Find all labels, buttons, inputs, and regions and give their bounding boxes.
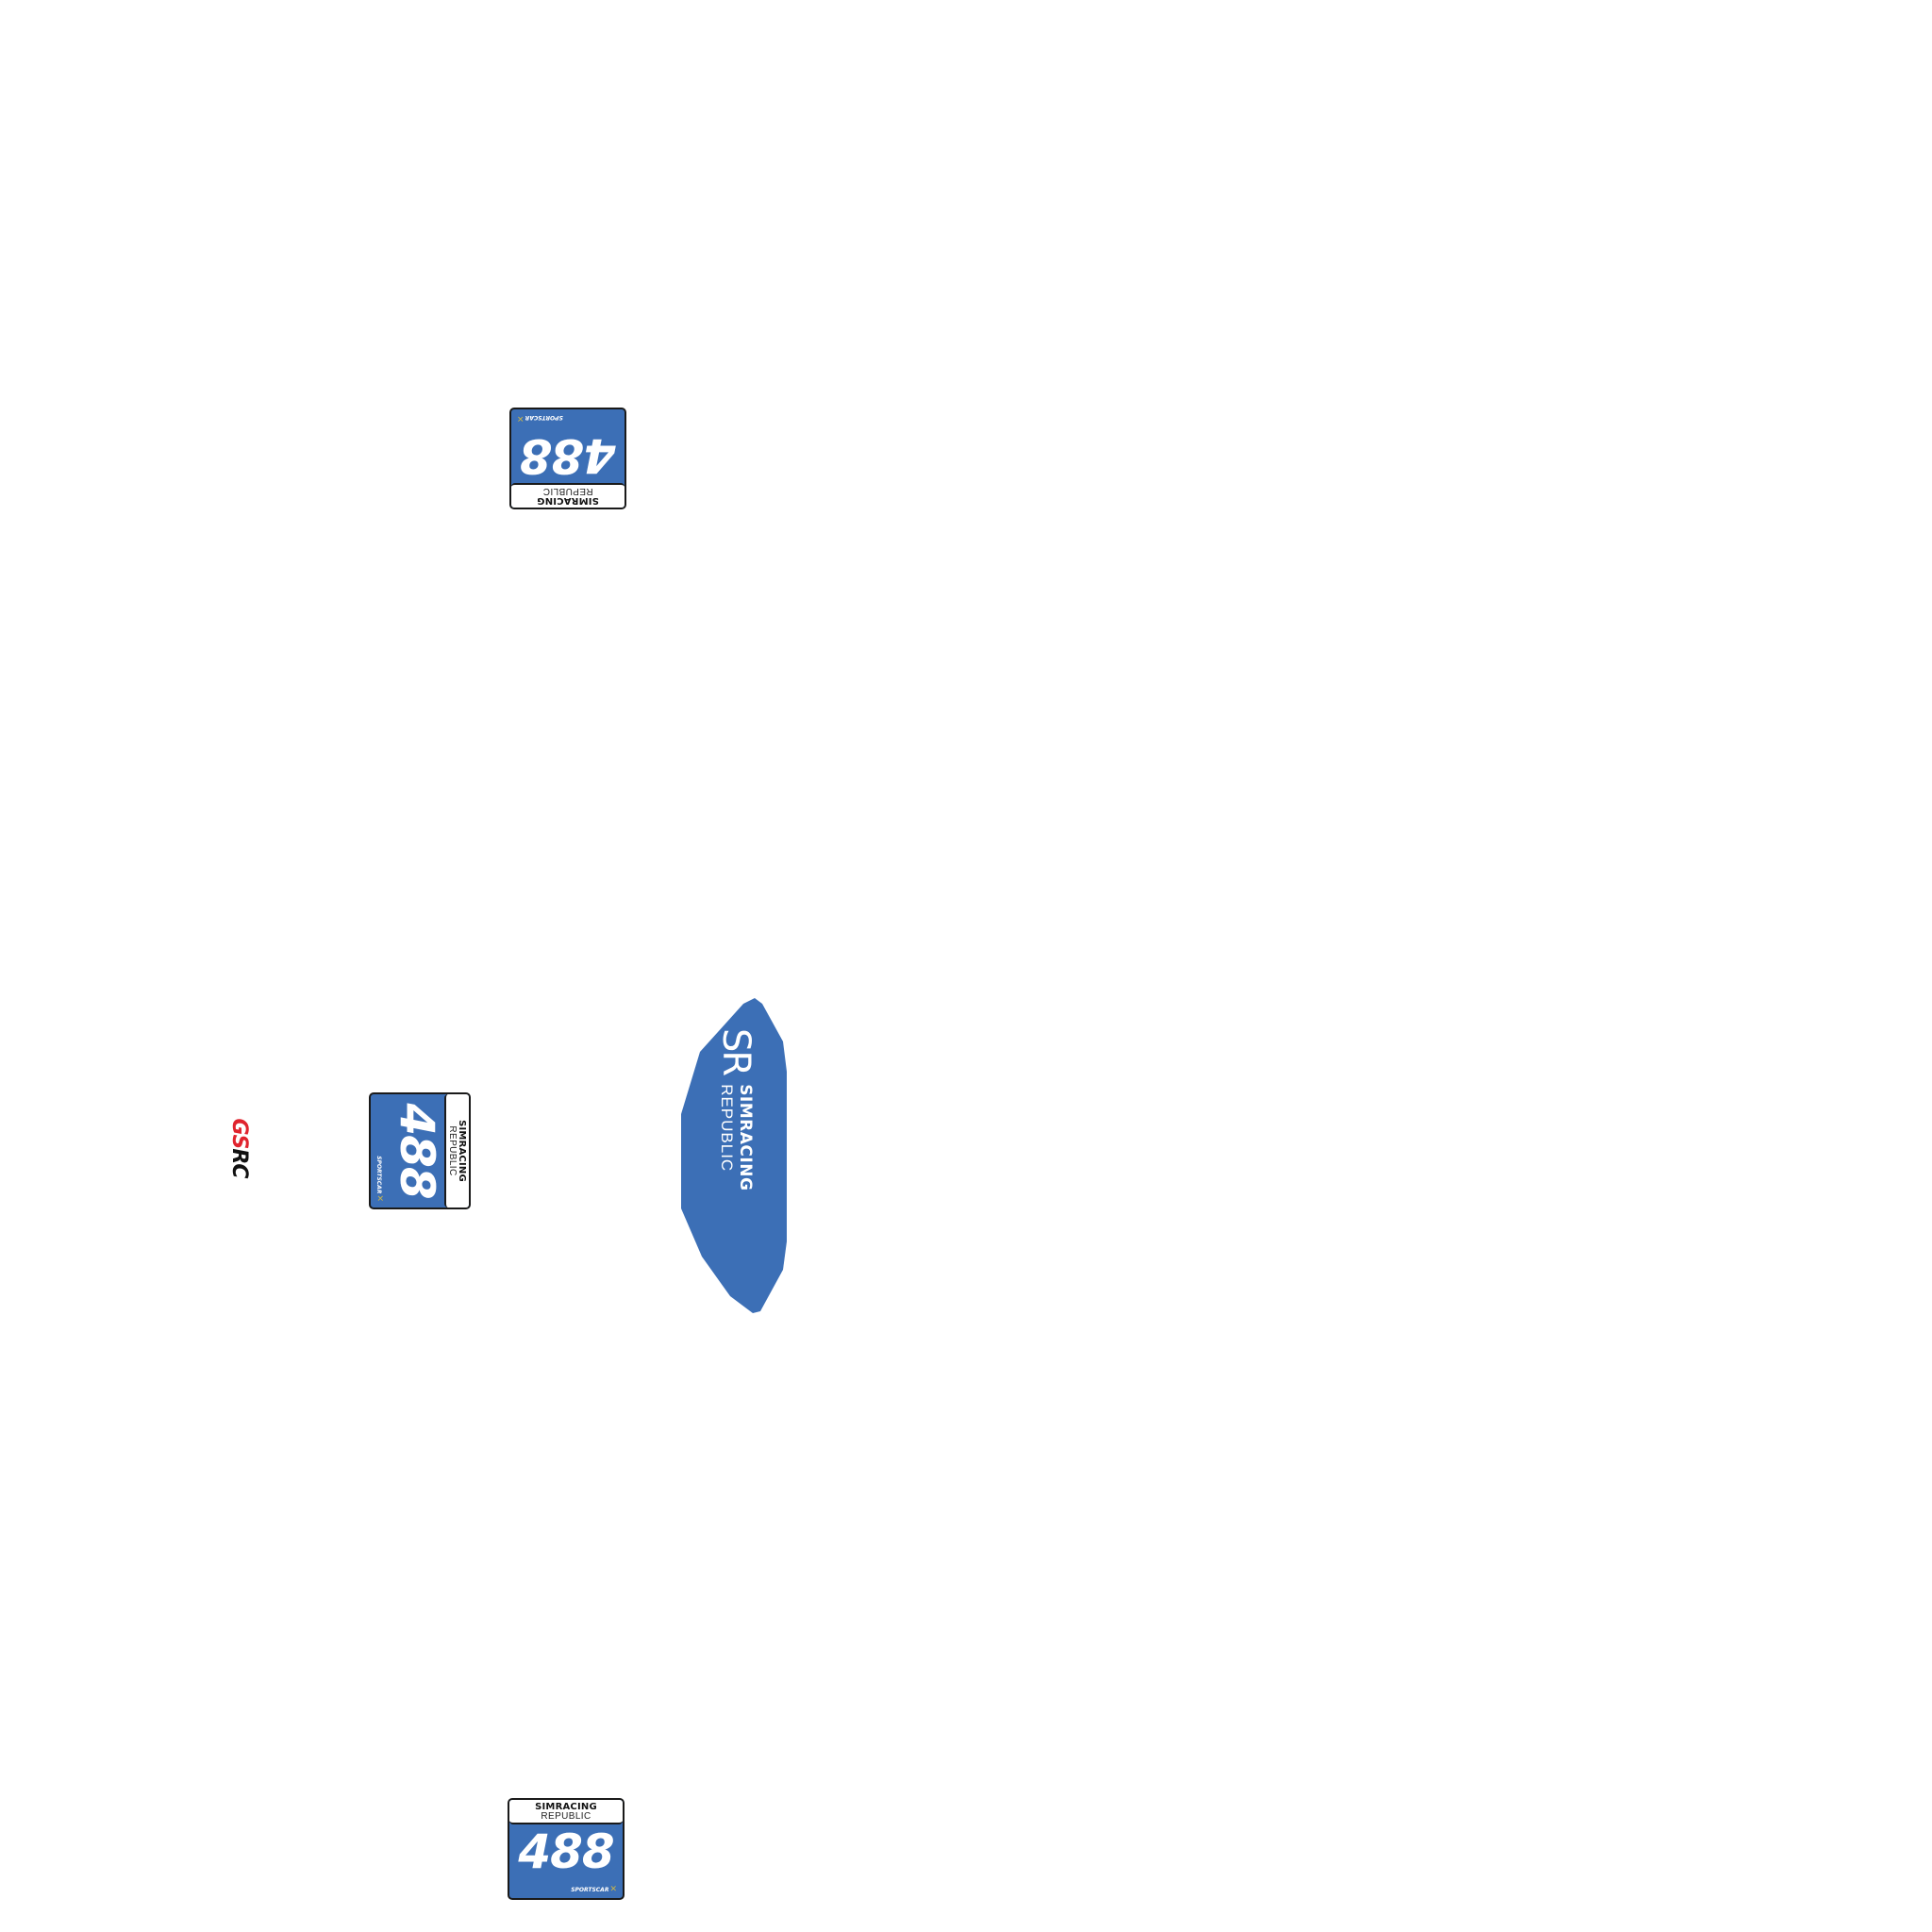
plate-brand-line2: REPUBLIC <box>541 1811 591 1822</box>
plate-brand-line2: REPUBLIC <box>447 1125 458 1176</box>
plate-header: SIMRACING REPUBLIC <box>511 483 625 508</box>
number-plate-side: SIMRACING REPUBLIC 488 SPORTSCAR✕ <box>369 1092 471 1209</box>
plate-brand-line1: SIMRACING <box>537 495 599 506</box>
series-x-icon: ✕ <box>517 413 525 423</box>
series-x-icon: ✕ <box>609 1885 617 1894</box>
gsrc-logo: GSRC <box>227 1110 251 1186</box>
race-number: 488 <box>518 1824 614 1879</box>
race-number: 488 <box>520 428 616 483</box>
series-logo: SPORTSCAR✕ <box>571 1885 617 1894</box>
plate-header: SIMRACING REPUBLIC <box>444 1094 469 1208</box>
plate-header: SIMRACING REPUBLIC <box>509 1800 623 1824</box>
sr-wordmark-line1: SIMRACING <box>736 1084 755 1191</box>
number-plate-bottom: SIMRACING REPUBLIC 488 SPORTSCAR✕ <box>508 1798 625 1900</box>
series-logo: SPORTSCAR✕ <box>517 413 563 423</box>
series-name: SPORTSCAR <box>375 1156 382 1194</box>
sr-logo: SR SIMRACING REPUBLIC <box>706 1028 766 1274</box>
series-logo: SPORTSCAR✕ <box>375 1156 384 1202</box>
sr-shield-fill <box>681 998 787 1313</box>
sr-wordmark: SIMRACING REPUBLIC <box>717 1084 755 1191</box>
sr-monogram: SR <box>714 1028 758 1075</box>
sr-wordmark-line2: REPUBLIC <box>718 1084 736 1173</box>
gsrc-logo-gs: GS <box>227 1118 251 1149</box>
number-plate-top: SIMRACING REPUBLIC 488 SPORTSCAR✕ <box>509 408 626 509</box>
race-number: 488 <box>390 1103 444 1199</box>
plate-brand-line1: SIMRACING <box>457 1120 467 1182</box>
series-name: SPORTSCAR <box>571 1887 609 1893</box>
plate-brand-line1: SIMRACING <box>535 1802 597 1812</box>
gsrc-logo-rc: RC <box>227 1148 251 1178</box>
series-x-icon: ✕ <box>375 1194 384 1202</box>
plate-brand-line2: REPUBLIC <box>542 486 593 496</box>
series-name: SPORTSCAR <box>525 414 563 421</box>
sr-shield-shape <box>681 998 787 1313</box>
